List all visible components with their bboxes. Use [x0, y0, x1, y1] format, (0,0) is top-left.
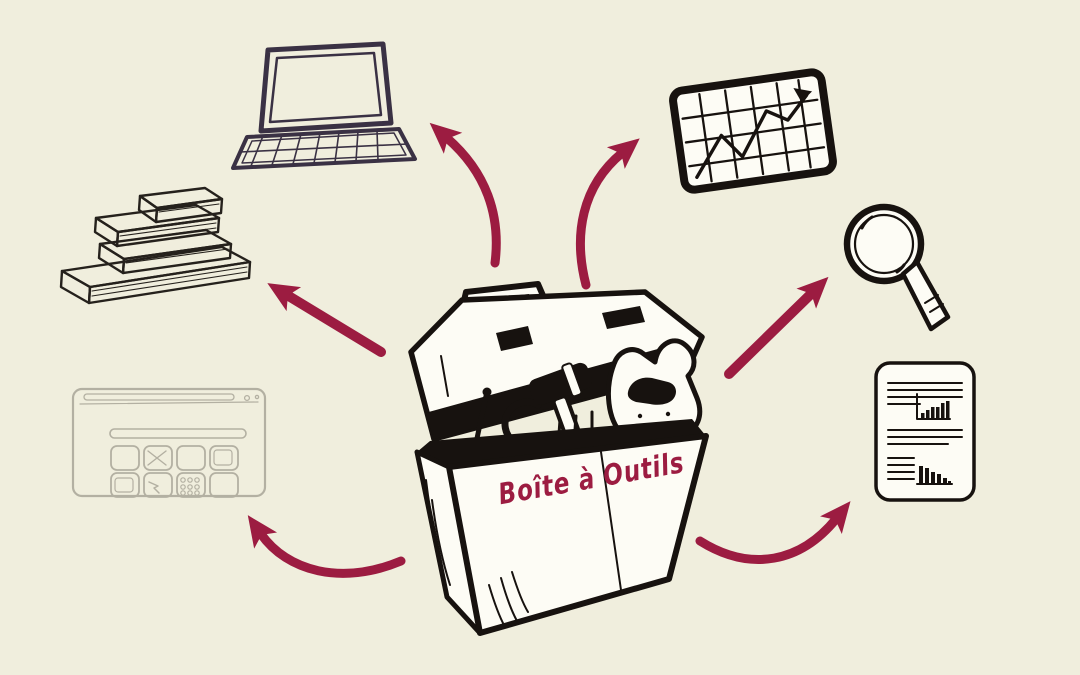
- browser-window-icon: [71, 387, 267, 498]
- arrow-to-web-page: [247, 515, 406, 578]
- trend-line: [695, 93, 809, 179]
- laptop-icon: [231, 41, 417, 170]
- search-bar-sketch: [109, 428, 247, 439]
- toolbox-front: [446, 433, 709, 636]
- toolbox-icon: Boîte à Outils: [408, 281, 709, 636]
- line-chart-icon: [669, 68, 837, 194]
- magnifying-glass-icon: [843, 203, 951, 332]
- magnifier-handle: [900, 259, 951, 332]
- arrow-to-magnifier: [724, 276, 829, 379]
- arrow-to-growth-chart: [576, 138, 640, 290]
- arrow-to-report: [695, 501, 851, 564]
- arrow-to-book-stack: [267, 283, 386, 357]
- books-stack-icon: [59, 186, 252, 305]
- trend-arrowhead: [793, 87, 813, 102]
- report-document-icon: [874, 361, 976, 502]
- arrow-to-laptop: [429, 122, 501, 268]
